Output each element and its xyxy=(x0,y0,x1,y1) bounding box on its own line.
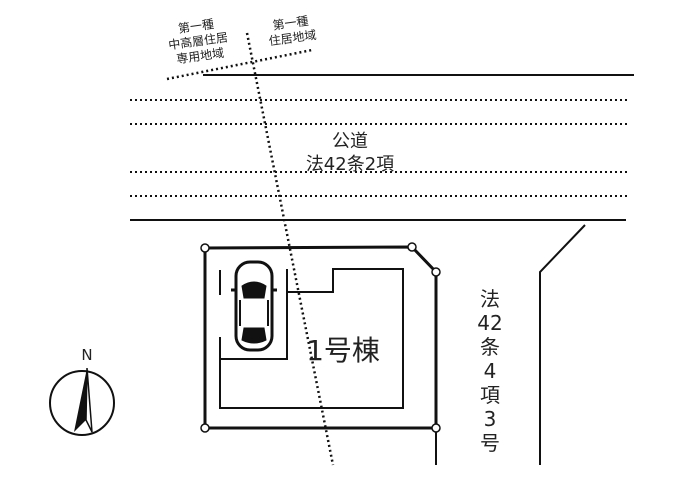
side-road-label: 法 42 条 4 項 3 号 xyxy=(477,287,503,455)
side-road-char: 項 xyxy=(480,383,500,407)
right-zone-line1: 第一種 xyxy=(272,14,310,33)
building-label: 1号棟 xyxy=(306,334,380,367)
compass-north-label: N xyxy=(81,346,92,364)
compass-icon xyxy=(49,367,115,436)
right-zone-line2: 住居地域 xyxy=(268,28,317,49)
side-road-char: 法 xyxy=(480,287,500,311)
car-icon xyxy=(231,260,277,352)
side-road-char: 4 xyxy=(483,359,497,383)
side-road-edge xyxy=(539,224,586,465)
side-road-char: 3 xyxy=(483,407,497,431)
building-outline xyxy=(219,268,404,409)
road-name: 公道 xyxy=(332,131,368,152)
side-road-char: 条 xyxy=(480,335,500,359)
public-road xyxy=(130,74,634,221)
side-road-char: 号 xyxy=(480,431,500,455)
lot-boundary xyxy=(200,242,441,465)
side-road-char: 42 xyxy=(477,311,503,335)
road-law: 法42条2項 xyxy=(306,154,394,175)
left-zone-line1: 第一種 xyxy=(177,17,215,36)
left-zone-line3: 専用地域 xyxy=(175,46,224,67)
zone-labels: 第一種 中高層住居 専用地域 第一種 住居地域 xyxy=(167,14,317,67)
